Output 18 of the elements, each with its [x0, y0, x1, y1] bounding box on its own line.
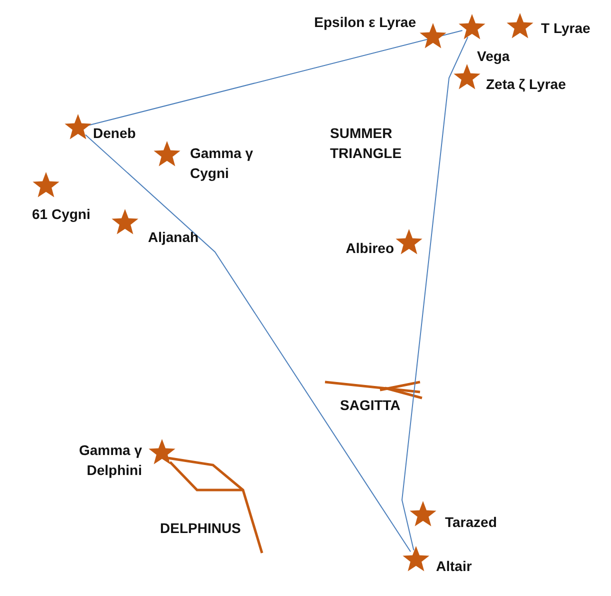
- star-name: Zeta ζ Lyrae: [486, 75, 566, 94]
- star-name: Gamma γ Delphini: [78, 441, 142, 480]
- constellation-name: SUMMER TRIANGLE: [330, 124, 403, 163]
- connector-line: [87, 30, 463, 126]
- star-name: 61 Cygni: [32, 205, 90, 224]
- star-name: Deneb: [93, 124, 136, 143]
- connector-line: [84, 134, 412, 552]
- star-name: Epsilon ε Lyrae: [314, 13, 416, 32]
- star-name: Gamma γ Cygni: [190, 144, 254, 183]
- star-name: Altair: [436, 557, 472, 576]
- star-name: T Lyrae: [541, 19, 590, 38]
- star-name: Aljanah: [148, 228, 199, 247]
- star-name: Vega: [477, 47, 510, 66]
- star-name: Albireo: [346, 239, 394, 258]
- connector-line: [402, 36, 468, 551]
- star-name: Tarazed: [445, 513, 497, 532]
- constellation-name: SAGITTA: [340, 396, 400, 415]
- constellation-name: DELPHINUS: [160, 519, 241, 538]
